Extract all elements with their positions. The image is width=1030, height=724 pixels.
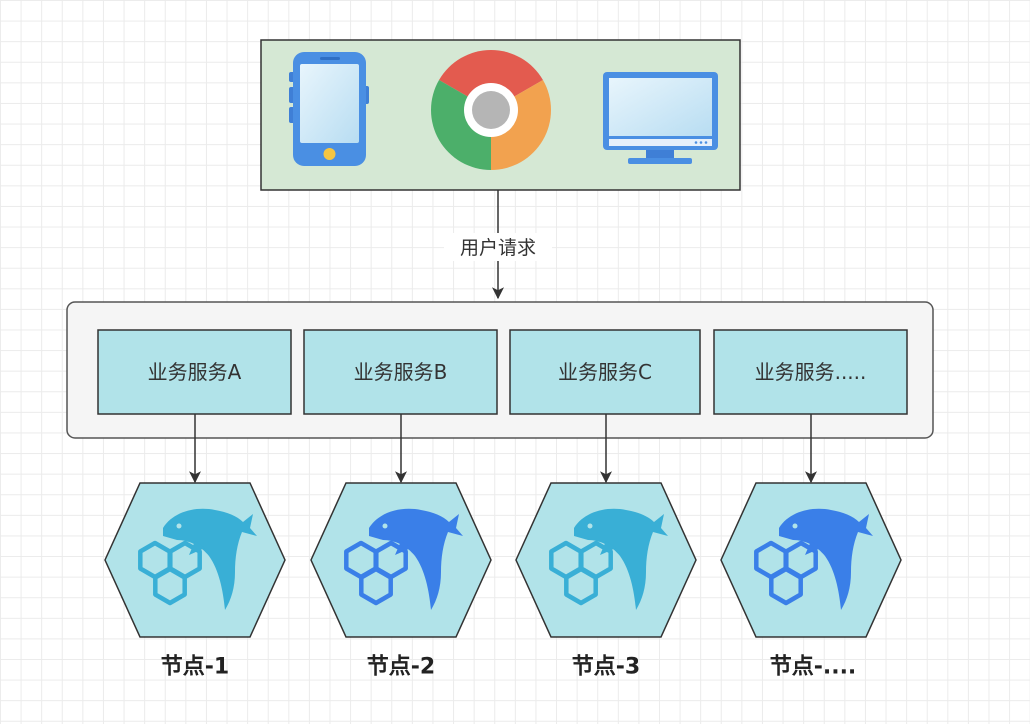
- dolphin-shape: [163, 508, 257, 610]
- service-label: 业务服务A: [148, 360, 242, 384]
- cluster-outline: [754, 540, 818, 606]
- mysql-icon: [344, 508, 463, 610]
- node-hexagon[interactable]: [104, 482, 286, 638]
- dolphin-shape: [574, 508, 668, 610]
- mysql-icon: [754, 508, 873, 610]
- db-node[interactable]: 节点-....: [720, 482, 902, 680]
- dolphin-eye: [176, 523, 182, 529]
- cluster-outline: [549, 540, 613, 606]
- dolphin-eye: [792, 523, 798, 529]
- service-box[interactable]: 业务服务B: [303, 329, 498, 415]
- dolphin-eye: [587, 523, 593, 529]
- phone-icon: [289, 52, 369, 166]
- service-box[interactable]: 业务服务.....: [713, 329, 908, 415]
- dolphin-shape: [369, 508, 463, 610]
- cluster-outline: [138, 540, 202, 606]
- chrome-icon: [431, 50, 551, 170]
- user-request-edge[interactable]: 用户请求: [444, 190, 552, 300]
- service-label: 业务服务B: [354, 360, 448, 384]
- node-hexagon[interactable]: [515, 482, 697, 638]
- service-label: 业务服务C: [558, 360, 652, 384]
- dolphin-fin: [395, 541, 411, 555]
- node-hexagon[interactable]: [720, 482, 902, 638]
- mysql-icon: [138, 508, 257, 610]
- node-label: 节点-2: [367, 654, 435, 680]
- db-node[interactable]: 节点-3: [515, 482, 697, 680]
- dolphin-fin: [805, 541, 821, 555]
- client-group[interactable]: [260, 39, 741, 191]
- edge-label-background: [444, 233, 552, 261]
- cluster-outline: [344, 540, 408, 606]
- service-box[interactable]: 业务服务C: [509, 329, 701, 415]
- dolphin-shape: [779, 508, 873, 610]
- node-label: 节点-....: [770, 654, 857, 680]
- service-box[interactable]: 业务服务A: [97, 329, 292, 415]
- service-label: 业务服务.....: [755, 360, 867, 384]
- monitor-icon: [603, 72, 718, 164]
- node-label: 节点-1: [161, 654, 229, 680]
- dolphin-fin: [600, 541, 616, 555]
- db-node[interactable]: 节点-2: [310, 482, 492, 680]
- dolphin-eye: [382, 523, 388, 529]
- node-hexagon[interactable]: [310, 482, 492, 638]
- db-node[interactable]: 节点-1: [104, 482, 286, 680]
- mysql-icon: [549, 508, 668, 610]
- dolphin-fin: [189, 541, 205, 555]
- node-label: 节点-3: [572, 654, 640, 680]
- edge-label: 用户请求: [460, 237, 536, 259]
